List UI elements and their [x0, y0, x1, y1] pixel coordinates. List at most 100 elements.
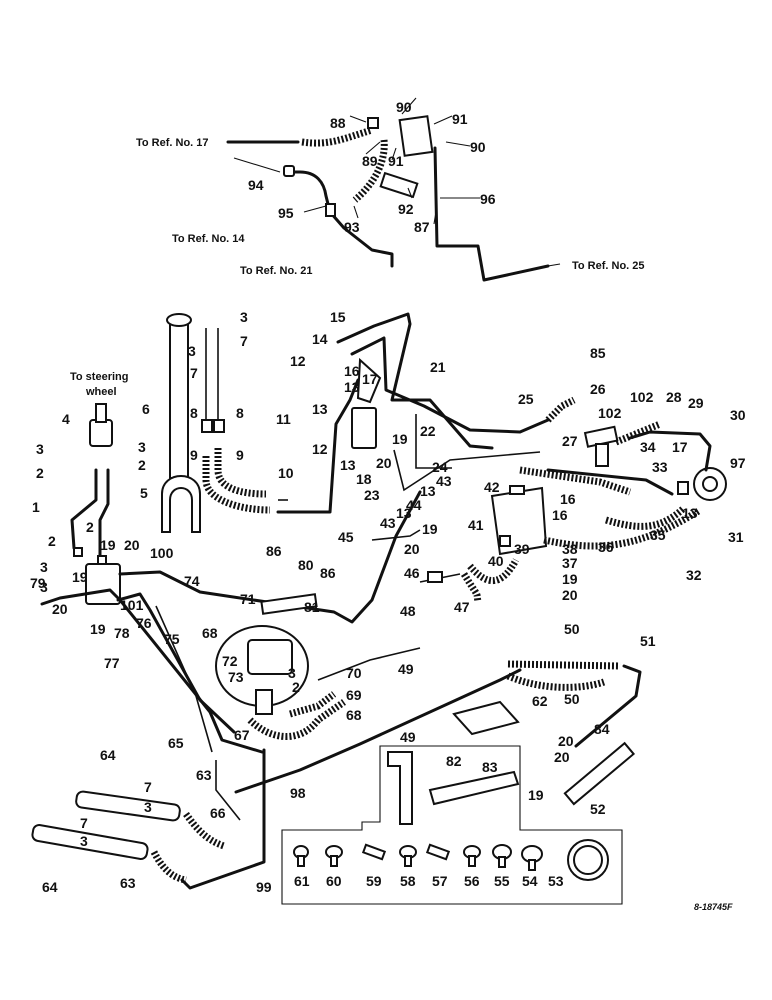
callout: 96 — [480, 191, 496, 207]
callout: 91 — [388, 153, 404, 169]
callout: 89 — [362, 153, 378, 169]
callout: 39 — [514, 541, 530, 557]
tube-96 — [433, 146, 550, 282]
callout: 58 — [400, 873, 416, 889]
callout: 62 — [532, 693, 548, 709]
callout: 42 — [484, 479, 500, 495]
callout: 8 — [236, 405, 244, 421]
callout: 3 — [144, 799, 152, 815]
callout: 4 — [62, 411, 70, 427]
callout: 82 — [446, 753, 462, 769]
callout: 14 — [312, 331, 328, 347]
callout: 92 — [398, 201, 414, 217]
callout: 19 — [392, 431, 408, 447]
callout: 17 — [362, 371, 378, 387]
callout: 51 — [640, 633, 656, 649]
ref-note-25: To Ref. No. 25 — [572, 260, 645, 272]
callout: 20 — [404, 541, 420, 557]
callout: 61 — [294, 873, 310, 889]
hose-47 — [461, 572, 482, 603]
callout: 31 — [728, 529, 744, 545]
clip-box-frame — [281, 745, 623, 905]
callout: 43 — [380, 515, 396, 531]
hose-9b — [214, 448, 267, 498]
callout: 21 — [430, 359, 446, 375]
ref-note-17: To Ref. No. 17 — [136, 137, 209, 149]
callout: 38 — [562, 541, 578, 557]
callout: 50 — [564, 621, 580, 637]
callout: 63 — [120, 875, 136, 891]
callout: 9 — [190, 447, 198, 463]
bracket-83 — [428, 770, 520, 806]
callout: 55 — [494, 873, 510, 889]
callout: 37 — [562, 555, 578, 571]
callout: 68 — [202, 625, 218, 641]
callout: 101 — [120, 597, 144, 613]
callout: 2 — [86, 519, 94, 535]
callout: 86 — [320, 565, 336, 581]
callout: 68 — [346, 707, 362, 723]
callout: 43 — [436, 473, 452, 489]
hose-9a — [202, 456, 271, 514]
callout: 18 — [356, 471, 372, 487]
hose-68 — [247, 699, 346, 740]
tube-49 — [234, 668, 522, 794]
tube-5 — [98, 468, 110, 558]
control-valve-18 — [351, 407, 377, 449]
callout: 20 — [554, 749, 570, 765]
callout: 3 — [240, 309, 248, 325]
callout: 86 — [266, 543, 282, 559]
fitting-95 — [325, 203, 336, 217]
tube-75 — [155, 605, 213, 753]
callout: 34 — [640, 439, 656, 455]
callout: 64 — [100, 747, 116, 763]
hose-85 — [545, 396, 576, 423]
callout: 33 — [652, 459, 668, 475]
callout: 20 — [562, 587, 578, 603]
clip-54 — [521, 845, 543, 871]
ref-note-14: To Ref. No. 14 — [172, 233, 245, 245]
callout: 26 — [590, 381, 606, 397]
tube-11 — [276, 378, 360, 514]
fitting-94 — [283, 165, 295, 177]
callout: 47 — [454, 599, 470, 615]
steering-note-line2: wheel — [85, 386, 117, 398]
cylinder-80 — [260, 593, 318, 615]
column-6 — [169, 317, 189, 479]
callout: 20 — [558, 733, 574, 749]
callout: 81 — [304, 599, 320, 615]
callout: 7 — [144, 779, 152, 795]
tube-74 — [118, 490, 422, 624]
callout: 76 — [136, 615, 152, 631]
tube-22 — [415, 414, 452, 469]
tube-15 — [336, 312, 494, 450]
callout: 23 — [364, 487, 380, 503]
callout: 40 — [488, 553, 504, 569]
callout: 2 — [36, 465, 44, 481]
steering-note-line1: To steering — [70, 371, 128, 383]
callout: 3 — [40, 559, 48, 575]
hose-69 — [289, 691, 337, 718]
callout: 75 — [164, 631, 180, 647]
clip-58 — [399, 845, 417, 867]
callout: 74 — [184, 573, 200, 589]
callout: 16 — [552, 507, 568, 523]
callout: 10 — [278, 465, 294, 481]
callout: 25 — [518, 391, 534, 407]
callout: 2 — [292, 679, 300, 695]
callout: 50 — [564, 691, 580, 707]
callout: 77 — [104, 655, 120, 671]
tube-66 — [215, 760, 241, 821]
hose-50a — [507, 660, 621, 670]
callout: 19 — [100, 537, 116, 553]
clip-57 — [425, 843, 451, 861]
cylinder-64b — [31, 824, 149, 860]
callout: 9 — [236, 447, 244, 463]
callout: 94 — [248, 177, 264, 193]
cylinder-52 — [563, 741, 636, 806]
callout: 16 — [560, 491, 576, 507]
tube-76 — [116, 592, 236, 734]
hose-63b — [150, 850, 187, 884]
callout: 30 — [730, 407, 746, 423]
